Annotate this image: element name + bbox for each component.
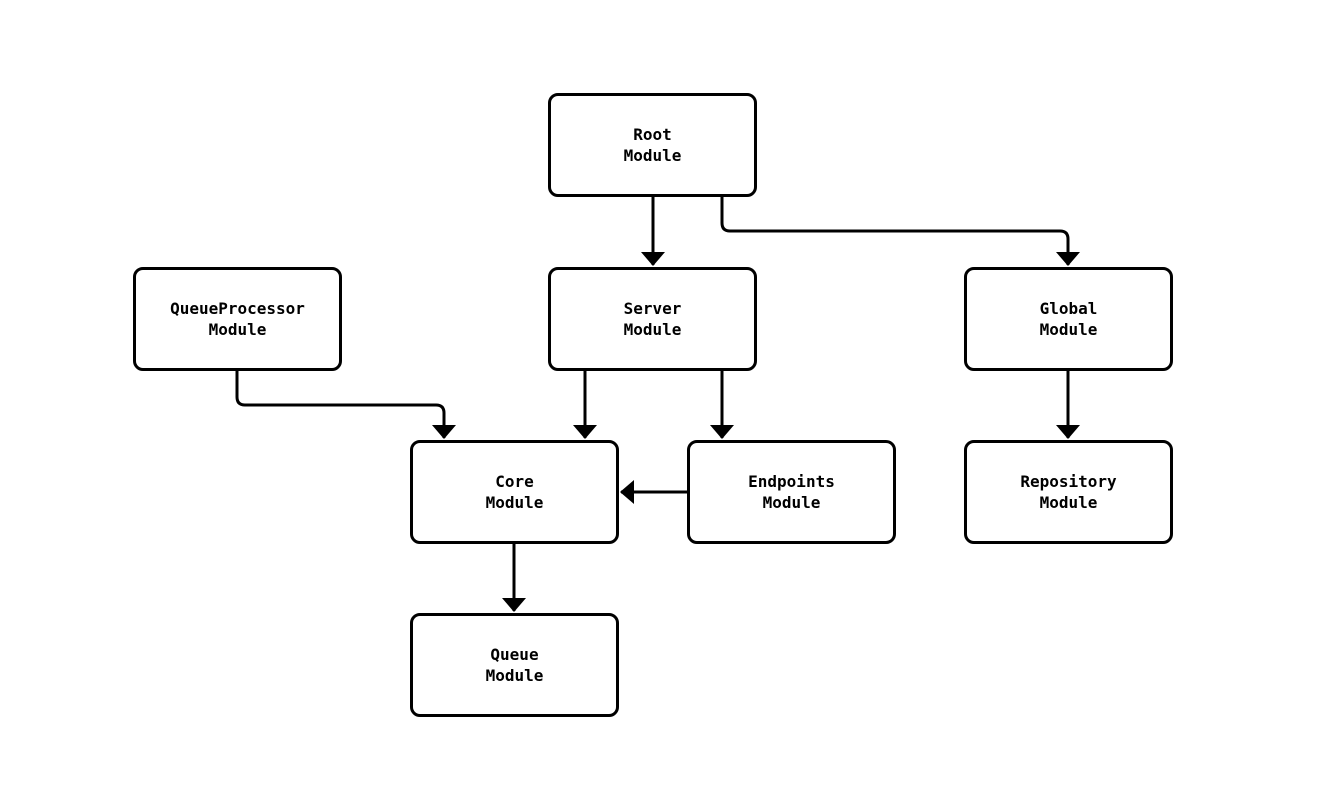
node-endpoints-module: Endpoints Module (687, 440, 896, 544)
node-root-module: Root Module (548, 93, 757, 197)
node-core-module: Core Module (410, 440, 619, 544)
edge-root-to-global (720, 197, 1080, 266)
node-root-module-label: Root Module (623, 125, 682, 165)
node-global-module: Global Module (964, 267, 1173, 371)
node-repository-module: Repository Module (964, 440, 1173, 544)
node-core-module-label: Core Module (485, 472, 544, 512)
node-server-module-label: Server Module (623, 299, 682, 339)
node-endpoints-module-label: Endpoints Module (748, 472, 835, 512)
edge-queueprocessor-to-core (235, 371, 456, 439)
node-queueprocessor-module: QueueProcessor Module (133, 267, 342, 371)
node-queueprocessor-module-label: QueueProcessor Module (170, 299, 305, 339)
node-global-module-label: Global Module (1039, 299, 1098, 339)
node-queue-module-label: Queue Module (485, 645, 544, 685)
node-queue-module: Queue Module (410, 613, 619, 717)
node-server-module: Server Module (548, 267, 757, 371)
node-repository-module-label: Repository Module (1020, 472, 1117, 512)
